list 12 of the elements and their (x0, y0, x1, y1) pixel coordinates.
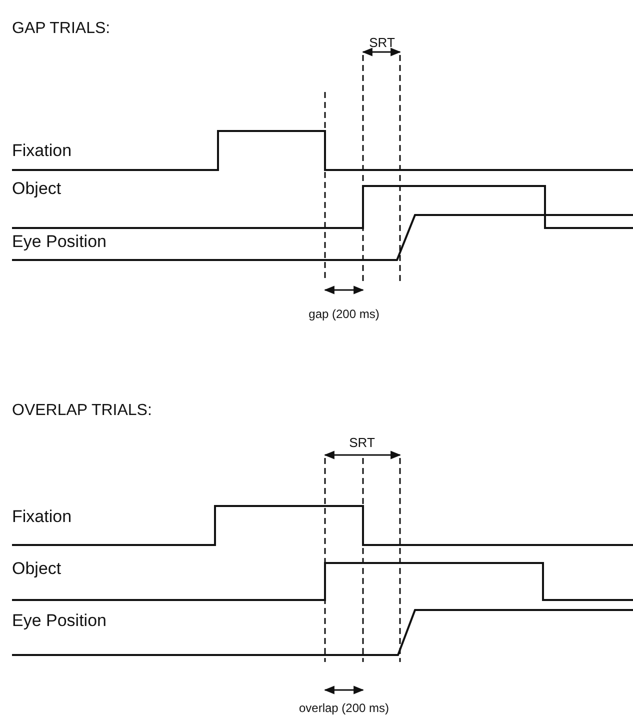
signal-label: Object (12, 180, 62, 199)
signal-label: Object (12, 560, 62, 579)
interval-label: SRT (349, 436, 375, 450)
interval-label: overlap (200 ms) (298, 702, 390, 716)
signal-label: Eye Position (12, 612, 106, 631)
signal-label: Fixation (12, 142, 72, 161)
interval-label: SRT (369, 36, 395, 50)
signal-label: Fixation (12, 508, 72, 527)
section-heading: GAP TRIALS: (12, 20, 110, 38)
interval-label: gap (200 ms) (308, 308, 380, 322)
signal-label: Eye Position (12, 233, 106, 252)
section-heading: OVERLAP TRIALS: (12, 402, 152, 420)
